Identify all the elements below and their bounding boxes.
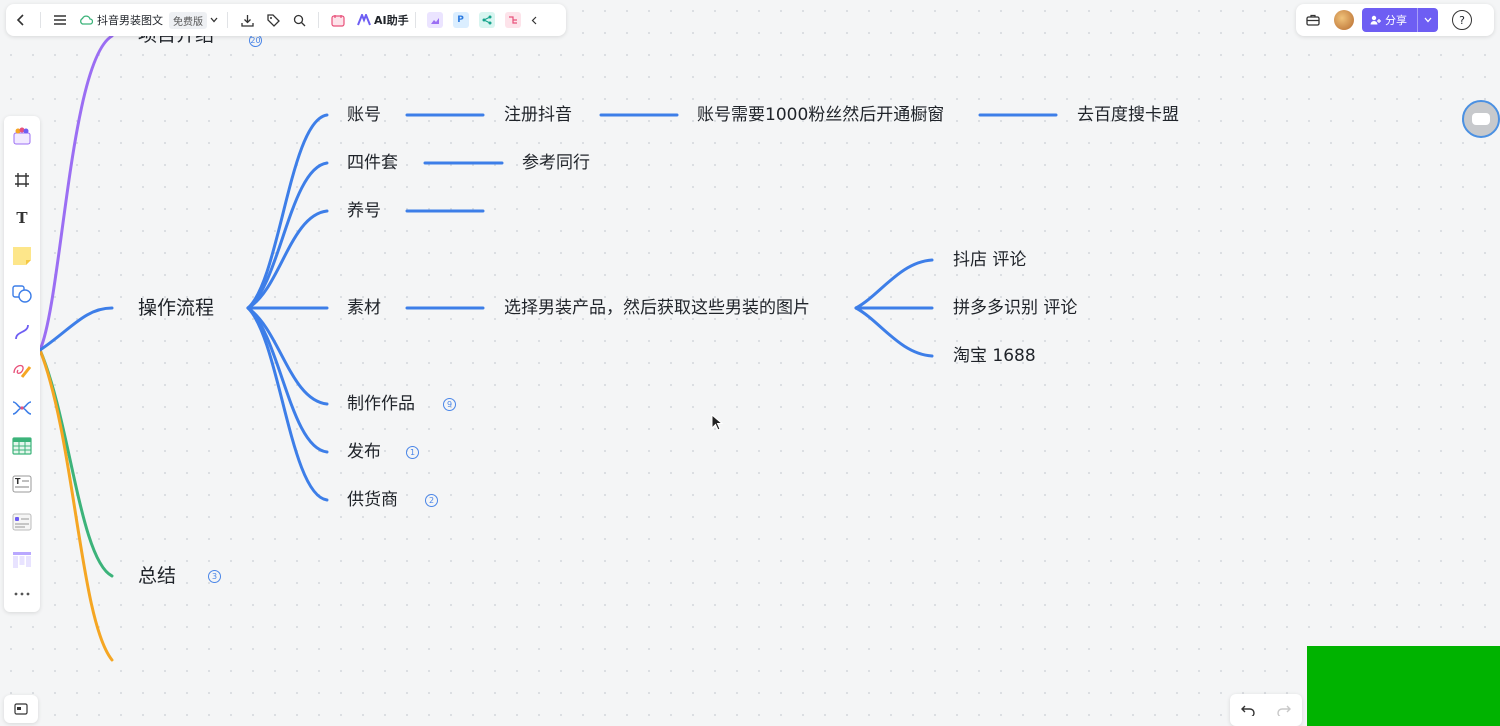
sticky-note-icon[interactable]: [10, 244, 34, 268]
node-summary-count[interactable]: 3: [208, 570, 221, 583]
shape-tool-icon[interactable]: [10, 282, 34, 306]
connector-doudian: [854, 258, 934, 310]
node-fans-rule[interactable]: 账号需要1000粉丝然后开通橱窗: [697, 105, 945, 125]
add-user-icon: [1370, 15, 1381, 25]
table-tool-icon[interactable]: [10, 434, 34, 458]
node-produce[interactable]: 制作作品: [347, 394, 415, 414]
divider: [227, 12, 228, 28]
node-pdd[interactable]: 拼多多识别 评论: [953, 298, 1078, 318]
user-avatar[interactable]: [1334, 10, 1354, 30]
connector-supplier: [246, 306, 329, 502]
menu-icon[interactable]: [47, 7, 73, 33]
briefcase-icon[interactable]: [1300, 7, 1326, 33]
ai-assistant-button[interactable]: AI助手: [357, 12, 409, 28]
plan-badge: 免费版: [169, 11, 207, 29]
more-tools-icon[interactable]: [10, 582, 34, 606]
node-choose[interactable]: 选择男装产品，然后获取这些男装的图片: [504, 298, 810, 318]
connector-branch: [38, 306, 114, 352]
connector-account: [246, 113, 329, 310]
node-supplier-count[interactable]: 2: [425, 494, 438, 507]
node-taobao[interactable]: 淘宝 1688: [953, 346, 1036, 366]
text-block-icon[interactable]: T: [10, 472, 34, 496]
text-tool-icon[interactable]: T: [16, 209, 28, 227]
node-publish-count[interactable]: 1: [406, 446, 419, 459]
top-toolbar: 抖音男装图文 免费版 AI助手 P: [6, 4, 566, 36]
document-title[interactable]: 抖音男装图文: [97, 14, 163, 27]
node-produce-count[interactable]: 9: [443, 398, 456, 411]
frame-icon[interactable]: [10, 168, 34, 192]
node-operation-flow[interactable]: 操作流程: [138, 297, 215, 319]
search-icon[interactable]: [286, 7, 312, 33]
node-top-cut[interactable]: 项目介绍: [138, 33, 214, 46]
help-icon[interactable]: ?: [1452, 10, 1472, 30]
node-material[interactable]: 素材: [347, 298, 381, 318]
left-toolbar: T T: [4, 116, 40, 612]
connector-produce: [246, 306, 329, 406]
connector-bottom: [38, 348, 114, 662]
back-icon[interactable]: [8, 7, 34, 33]
node-summary[interactable]: 总结: [138, 565, 177, 587]
node-account[interactable]: 账号: [347, 105, 381, 125]
download-icon[interactable]: [234, 7, 260, 33]
divider: [414, 12, 416, 28]
node-supplier[interactable]: 供货商: [347, 490, 398, 510]
divider: [40, 12, 41, 28]
collapse-icon[interactable]: [526, 7, 542, 33]
tag-icon[interactable]: [260, 7, 286, 33]
minimap-button[interactable]: [4, 695, 38, 723]
share-button[interactable]: 分享: [1362, 8, 1438, 32]
svg-text:T: T: [15, 477, 21, 486]
top-right-toolbar: 分享 ?: [1296, 4, 1494, 36]
connector-top: [38, 34, 114, 352]
share-plugin-icon[interactable]: [478, 12, 495, 28]
node-peers[interactable]: 参考同行: [522, 153, 590, 173]
undo-icon[interactable]: [1241, 701, 1255, 720]
ai-icon: [357, 14, 371, 26]
node-nurture[interactable]: 养号: [347, 201, 381, 221]
node-doudian[interactable]: 抖店 评论: [953, 250, 1027, 270]
mindmap-tool-icon[interactable]: [10, 396, 34, 420]
connector-nurture: [246, 209, 329, 310]
history-controls: [1230, 694, 1302, 726]
flow-plugin-icon[interactable]: [504, 12, 521, 28]
share-dropdown-icon[interactable]: [1417, 8, 1438, 32]
template-icon[interactable]: [10, 124, 34, 148]
collaborator-avatar[interactable]: [1462, 100, 1500, 138]
connector-kit: [246, 161, 329, 310]
mouse-cursor-icon: [711, 414, 724, 431]
connector-tool-icon[interactable]: [10, 320, 34, 344]
p-plugin-icon[interactable]: P: [452, 12, 469, 28]
calendar-icon[interactable]: [325, 7, 351, 33]
chevron-down-icon[interactable]: [207, 7, 221, 33]
connector-taobao: [854, 306, 934, 358]
pen-tool-icon[interactable]: [10, 358, 34, 382]
node-register[interactable]: 注册抖音: [504, 105, 572, 125]
avatar-face: [1472, 113, 1490, 125]
divider: [318, 12, 319, 28]
image-plugin-icon[interactable]: [426, 12, 443, 28]
node-baidu[interactable]: 去百度搜卡盟: [1077, 105, 1179, 125]
kanban-tool-icon[interactable]: [10, 548, 34, 572]
ai-assistant-label: AI助手: [374, 14, 409, 27]
node-publish[interactable]: 发布: [347, 442, 381, 462]
share-label: 分享: [1385, 14, 1407, 27]
card-tool-icon[interactable]: [10, 510, 34, 534]
cloud-icon: [79, 15, 93, 25]
overlay-block: [1307, 646, 1500, 726]
minimap-icon: [14, 703, 28, 715]
redo-icon[interactable]: [1277, 701, 1291, 720]
node-kit[interactable]: 四件套: [347, 153, 398, 173]
